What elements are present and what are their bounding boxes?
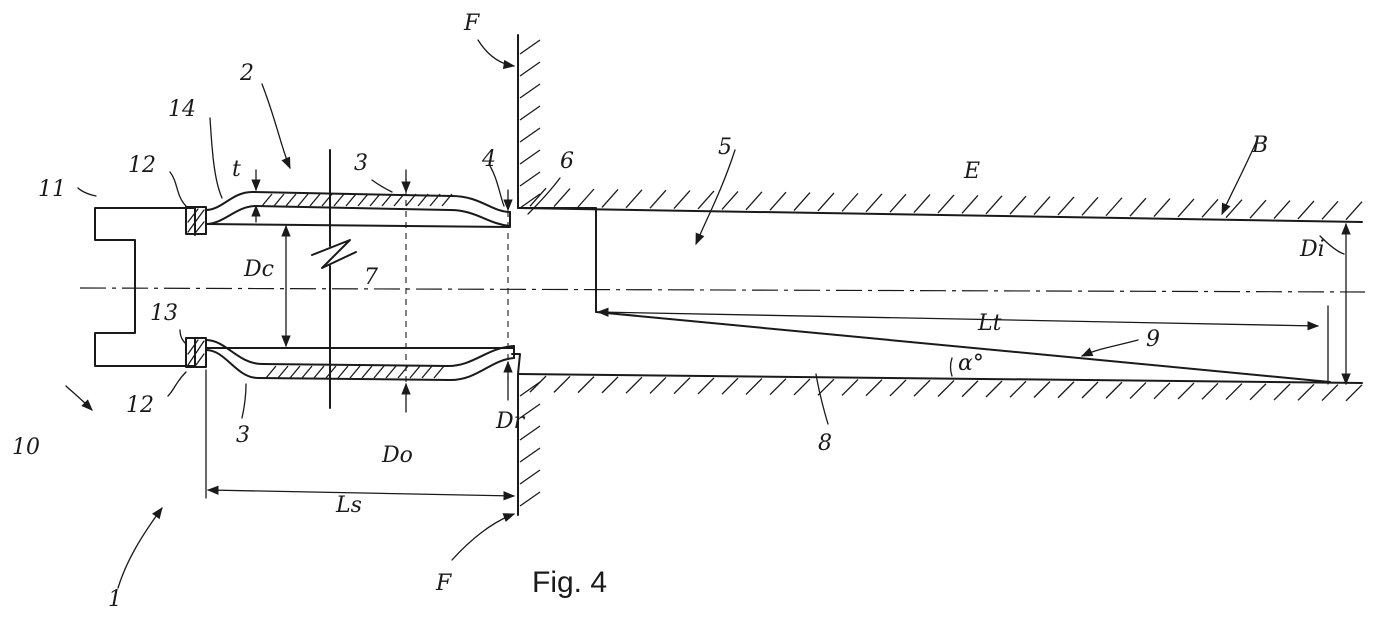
figure-caption: Fig. 4	[532, 566, 607, 599]
label-9: 9	[1146, 327, 1160, 352]
label-14: 14	[168, 97, 196, 122]
label-3-lower: 3	[236, 423, 250, 448]
label-2: 2	[239, 61, 254, 86]
fitting-body	[94, 207, 196, 367]
label-t: t	[232, 157, 241, 182]
wall	[517, 34, 541, 516]
label-4: 4	[481, 147, 496, 172]
label-Do: Do	[381, 443, 413, 468]
label-Lt: Lt	[977, 311, 1002, 336]
label-3-upper: 3	[354, 151, 368, 176]
label-7: 7	[364, 265, 378, 290]
seal-ring-upper	[185, 206, 207, 235]
sleeve-lower	[205, 339, 515, 381]
angle-arc-alpha	[949, 357, 953, 377]
label-E: E	[963, 159, 980, 184]
dimension-arrow-lt	[596, 307, 1320, 331]
label-Dr: Dr	[495, 409, 526, 434]
insert-part-6	[511, 207, 1331, 383]
centre-line	[79, 287, 1366, 293]
label-8: 8	[818, 431, 832, 456]
label-F-bottom: F	[435, 571, 452, 596]
label-alpha: α°	[958, 351, 984, 376]
label-13: 13	[150, 301, 178, 326]
bore-walls	[517, 187, 1363, 402]
label-11: 11	[38, 177, 66, 202]
label-Ls: Ls	[335, 493, 362, 518]
label-10: 10	[12, 435, 40, 460]
label-12-upper: 12	[128, 153, 156, 178]
label-1: 1	[108, 587, 122, 612]
dimension-arrow-ls	[206, 485, 516, 501]
sleeve-upper	[205, 191, 511, 228]
label-6: 6	[560, 149, 574, 174]
label-12-lower: 12	[126, 393, 154, 418]
label-Dc: Dc	[243, 257, 274, 282]
label-5: 5	[718, 135, 732, 160]
label-F-top: F	[463, 11, 480, 36]
seal-ring-lower	[185, 337, 207, 368]
label-Di: Di	[1299, 237, 1325, 262]
label-B: B	[1251, 133, 1268, 158]
leader-lines	[65, 39, 1345, 589]
break-symbol	[311, 149, 357, 409]
